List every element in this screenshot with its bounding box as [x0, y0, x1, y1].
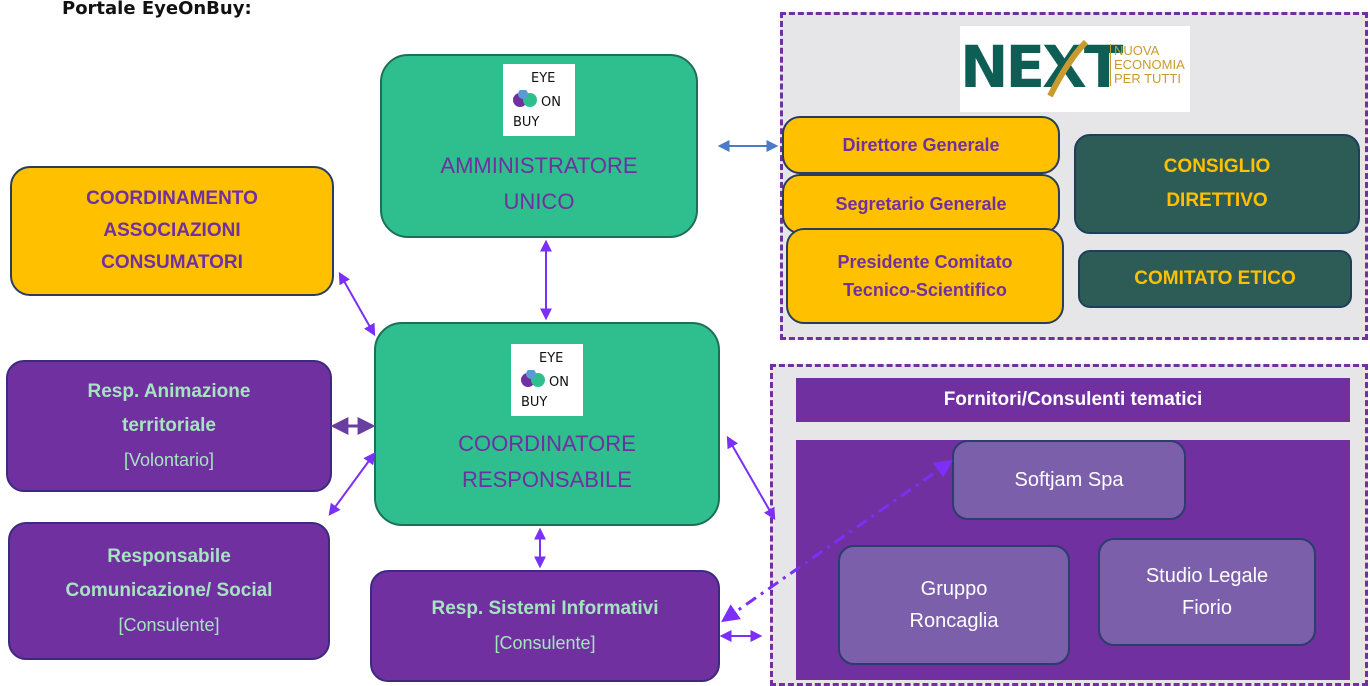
arrow-coordinatore-fornitori [726, 435, 776, 521]
next-logo-line1: NUOVA [1114, 43, 1160, 58]
presidente-comitato-line2: Tecnico-Scientifico [843, 280, 1007, 300]
gruppo-roncaglia-line1: Gruppo [920, 578, 988, 600]
consiglio-direttivo-box: CONSIGLIO DIRETTIVO [1074, 134, 1360, 234]
studio-legale-line2: Fiorio [1181, 597, 1232, 619]
resp-comunicazione-line1: Responsabile [107, 546, 231, 567]
resp-animazione-line1: Resp. Animazione [87, 381, 251, 402]
gruppo-roncaglia-line2: Roncaglia [909, 610, 999, 632]
resp-comunicazione-box: Responsabile Comunicazione/ Social [Cons… [8, 522, 330, 660]
direttore-generale-label: Direttore Generale [842, 134, 1000, 155]
logo-on-text: ON [541, 95, 561, 110]
resp-sistemi-role: [Consulente] [494, 633, 596, 653]
studio-legale-line1: Studio Legale [1145, 565, 1269, 587]
coordinatore-line2: RESPONSABILE [462, 467, 632, 492]
coordinatore-responsabile-box: EYE ON BUY COORDINATORE RESPONSABILE [374, 322, 720, 526]
coordinamento-associazioni-box: COORDINAMENTO ASSOCIAZIONI CONSUMATORI [10, 166, 334, 296]
amministratore-line1: AMMINISTRATORE [440, 153, 638, 178]
next-logo: NEXT NUOVA ECONOMIA PER TUTTI [960, 26, 1190, 112]
next-logo-text: NUOVA ECONOMIA PER TUTTI [1110, 44, 1185, 86]
resp-animazione-box: Resp. Animazione territoriale [Volontari… [6, 360, 332, 492]
next-logo-line3: PER TUTTI [1114, 71, 1181, 86]
resp-comunicazione-line2: Comunicazione/ Social [65, 580, 273, 601]
amministratore-line2: UNICO [503, 189, 575, 214]
amministratore-unico-label: AMMINISTRATORE UNICO [440, 148, 637, 220]
page-title: Portale EyeOnBuy: [62, 0, 252, 19]
resp-sistemi-line1: Resp. Sistemi Informativi [431, 598, 659, 619]
logo-eye-text: EYE [539, 351, 564, 366]
resp-animazione-line2: territoriale [122, 415, 216, 436]
coordinamento-line3: CONSUMATORI [101, 252, 243, 273]
comitato-etico-label: COMITATO ETICO [1134, 268, 1296, 289]
segretario-generale-label: Segretario Generale [835, 193, 1007, 214]
resp-animazione-role: [Volontario] [123, 450, 215, 470]
presidente-comitato-line1: Presidente Comitato [837, 252, 1013, 272]
fornitori-header: Fornitori/Consulenti tematici [796, 378, 1350, 422]
consiglio-direttivo-line1: CONSIGLIO [1163, 156, 1271, 177]
logo-faces-icon [513, 89, 539, 113]
coordinamento-line1: COORDINAMENTO [86, 188, 258, 209]
softjam-box: Softjam Spa [952, 440, 1186, 520]
gruppo-roncaglia-box: Gruppo Roncaglia [838, 545, 1070, 665]
fornitori-header-label: Fornitori/Consulenti tematici [943, 389, 1203, 410]
consiglio-direttivo-line2: DIRETTIVO [1166, 190, 1268, 211]
studio-legale-box: Studio Legale Fiorio [1098, 538, 1316, 646]
logo-faces-icon [521, 369, 547, 393]
next-logo-line2: ECONOMIA [1114, 57, 1185, 72]
arrow-comunicazione-coordinatore [328, 452, 376, 516]
resp-comunicazione-role: [Consulente] [118, 615, 220, 635]
logo-on-text: ON [549, 375, 569, 390]
coordinamento-line2: ASSOCIAZIONI [103, 220, 241, 241]
coordinatore-label: COORDINATORE RESPONSABILE [458, 426, 636, 498]
next-logo-mark: NEXT [960, 33, 1123, 101]
comitato-etico-box: COMITATO ETICO [1078, 250, 1352, 308]
presidente-comitato-box: Presidente Comitato Tecnico-Scientifico [786, 228, 1064, 324]
amministratore-unico-box: EYE ON BUY AMMINISTRATORE UNICO [380, 54, 698, 238]
next-logo-swoosh [1046, 39, 1090, 98]
direttore-generale-box: Direttore Generale [782, 116, 1060, 174]
segretario-generale-box: Segretario Generale [782, 174, 1060, 234]
eyeonbuy-logo-2: EYE ON BUY [511, 344, 583, 416]
coordinatore-line1: COORDINATORE [458, 431, 636, 456]
logo-buy-text: BUY [521, 395, 548, 410]
resp-sistemi-box: Resp. Sistemi Informativi [Consulente] [370, 570, 720, 682]
logo-buy-text: BUY [513, 115, 540, 130]
arrow-coordinamento-coordinatore [338, 271, 376, 337]
eyeonbuy-logo: EYE ON BUY [503, 64, 575, 136]
logo-eye-text: EYE [531, 71, 556, 86]
softjam-label: Softjam Spa [1014, 468, 1124, 491]
